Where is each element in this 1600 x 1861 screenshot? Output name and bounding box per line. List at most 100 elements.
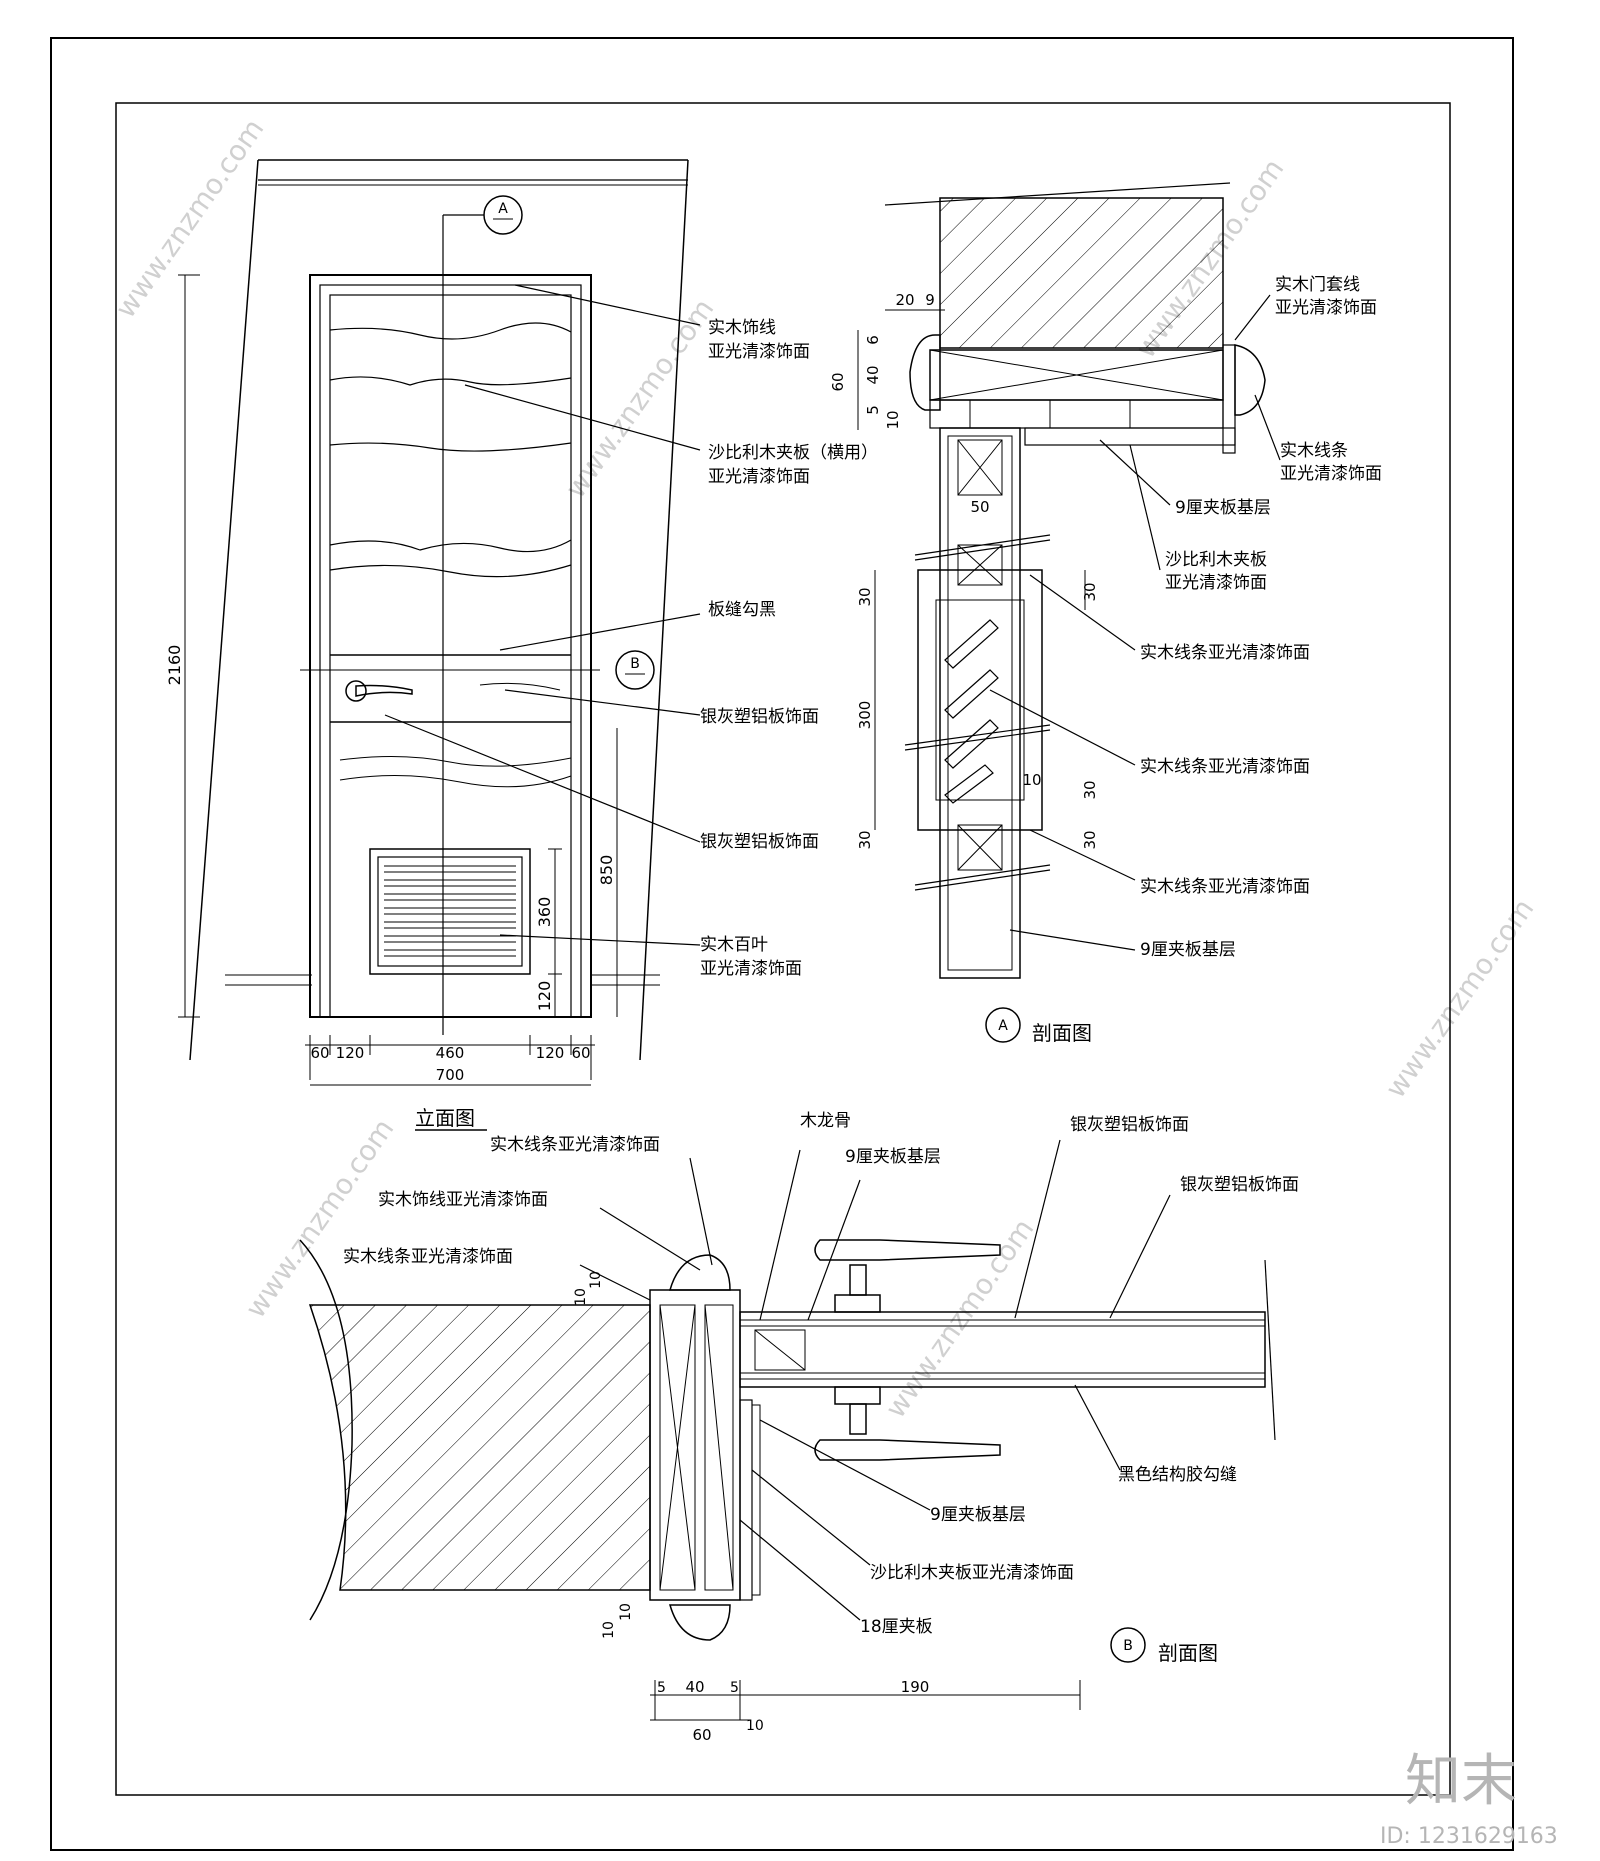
- dim-b-bottom-2: 40: [685, 1678, 704, 1696]
- label-a-plywood-base-1: 9厘夹板基层: [1175, 498, 1271, 518]
- section-a-title: 剖面图: [1032, 1021, 1092, 1045]
- louver-frame-inner: [377, 856, 523, 967]
- dim-b-left-1: 10: [573, 1288, 589, 1306]
- label-black-joint: 板缝勾黑: [708, 600, 776, 620]
- casing-cap-top: [669, 1254, 731, 1291]
- label-aluminum-panel-2: 银灰塑铝板饰面: [700, 832, 819, 852]
- label-a-wood-strip: 实木线条: [1280, 441, 1348, 461]
- louver-frame-outer: [369, 848, 531, 975]
- section-marker-a: [483, 195, 523, 235]
- label-a-sapele-plywood: 沙比利木夹板: [1165, 550, 1267, 570]
- dim-b-left-bottom-1: 10: [601, 1621, 617, 1639]
- label-b-wood-strip-left: 实木线条亚光清漆饰面: [343, 1247, 513, 1267]
- dim-a-mid-left-1: 30: [856, 587, 874, 606]
- label-solid-wood-trim: 实木饰线: [708, 318, 776, 338]
- dim-bottom-2: 120: [336, 1044, 365, 1062]
- watermark-id: ID: 1231629163: [1380, 1824, 1558, 1849]
- dim-bottom-1: 60: [310, 1044, 329, 1062]
- label-a-matte-finish-2: 亚光清漆饰面: [1280, 464, 1382, 484]
- dim-b-left-bottom-2: 10: [618, 1603, 634, 1621]
- label-b-timber-stud: 木龙骨: [800, 1111, 851, 1131]
- label-a-wood-strip-finish-3: 实木线条亚光清漆饰面: [1140, 877, 1310, 897]
- label-b-plywood-base-bottom: 9厘夹板基层: [930, 1505, 1026, 1525]
- label-b-sapele-plywood: 沙比利木夹板亚光清漆饰面: [870, 1563, 1074, 1583]
- label-a-plywood-base-2: 9厘夹板基层: [1140, 940, 1236, 960]
- dim-a-left-2: 40: [864, 365, 882, 384]
- dim-door-height: 2160: [165, 645, 184, 686]
- label-b-wood-trim: 实木饰线亚光清漆饰面: [378, 1190, 548, 1210]
- dim-a-stud: 50: [970, 498, 989, 516]
- watermark-text: www.znzmo.com: [1379, 893, 1541, 1104]
- lever-handle-top: [814, 1239, 1001, 1261]
- dim-handle-height: 850: [597, 855, 616, 886]
- section-b-title-marker: [1110, 1627, 1146, 1663]
- dim-b-bottom-4: 190: [901, 1678, 930, 1696]
- label-matte-finish-1: 亚光清漆饰面: [708, 342, 810, 362]
- section-a-view: 20 9 6 40 60 5 10 50 30 300 30 30 10 30 …: [829, 182, 1382, 1045]
- dim-b-bottom-3: 5: [730, 1680, 739, 1696]
- dim-a-mid-right-4: 30: [1081, 830, 1099, 849]
- label-b-wood-strip-top: 实木线条亚光清漆饰面: [490, 1135, 660, 1155]
- label-matte-finish-2: 亚光清漆饰面: [708, 467, 810, 487]
- label-a-wood-strip-finish-1: 实木线条亚光清漆饰面: [1140, 643, 1310, 663]
- dim-bottom-5: 60: [571, 1044, 590, 1062]
- dim-a-mid-left-3: 30: [856, 830, 874, 849]
- door-handle-rose: [345, 680, 367, 702]
- dim-bottom-4: 120: [536, 1044, 565, 1062]
- door-leaf-section: [939, 427, 1021, 979]
- dim-b-bottom-1: 5: [657, 1680, 666, 1696]
- inner-frame: [115, 102, 1451, 1796]
- section-marker-b-label: B: [630, 656, 640, 672]
- dim-a-mid-left-2: 300: [856, 701, 874, 730]
- casing-cap-right: [1234, 344, 1266, 416]
- dim-a-mid-right-2: 10: [1022, 771, 1041, 789]
- casing-cap-left: [909, 334, 941, 411]
- lever-handle-bottom: [814, 1439, 1001, 1461]
- dim-louver-bottom: 120: [535, 981, 554, 1012]
- dim-a-mid-right-3: 30: [1081, 780, 1099, 799]
- label-a-wood-strip-finish-2: 实木线条亚光清漆饰面: [1140, 757, 1310, 777]
- label-b-aluminum-panel-1: 银灰塑铝板饰面: [1070, 1115, 1189, 1135]
- outer-frame: [50, 37, 1514, 1851]
- dim-total-width: 700: [436, 1066, 465, 1084]
- wall-hatch-b: [308, 1304, 651, 1591]
- louver-section: [917, 569, 1043, 831]
- door-leaf: [329, 294, 572, 1018]
- label-a-matte-finish-1: 亚光清漆饰面: [1275, 298, 1377, 318]
- watermark-text: www.znzmo.com: [239, 1113, 401, 1324]
- dim-a-top-2: 9: [925, 291, 935, 309]
- elevation-view: A B 2160 850 360 120 60 120 460 120 60: [165, 159, 878, 1131]
- label-a-matte-finish-3: 亚光清漆饰面: [1165, 573, 1267, 593]
- watermark-text: www.znzmo.com: [109, 113, 271, 324]
- label-b-18mm-plywood: 18厘夹板: [860, 1617, 933, 1637]
- dim-a-left-5: 10: [884, 410, 902, 429]
- section-b-title: 剖面图: [1158, 1641, 1218, 1665]
- label-sapele-plywood: 沙比利木夹板（横用）: [708, 443, 878, 463]
- dim-a-left-3: 60: [829, 372, 847, 391]
- watermark-logo: 知末: [1405, 1749, 1517, 1814]
- dim-bottom-3: 460: [436, 1044, 465, 1062]
- dim-a-mid-right-1: 30: [1081, 582, 1099, 601]
- label-a-casing-trim: 实木门套线: [1275, 275, 1360, 295]
- door-leaf-plan: [739, 1311, 1266, 1388]
- label-b-aluminum-panel-2: 银灰塑铝板饰面: [1180, 1175, 1299, 1195]
- dim-b-left-2: 10: [588, 1271, 604, 1289]
- label-aluminum-panel-1: 银灰塑铝板饰面: [700, 707, 819, 727]
- section-b-title-marker-label: B: [1123, 1638, 1133, 1654]
- section-a-title-marker-label: A: [998, 1018, 1008, 1034]
- dim-a-left-4: 5: [864, 405, 882, 415]
- dim-louver-height: 360: [535, 897, 554, 928]
- casing-cap-bottom: [669, 1604, 731, 1641]
- dim-a-left-1: 6: [864, 335, 882, 345]
- label-wood-louver: 实木百叶: [700, 935, 768, 955]
- section-marker-b: [615, 650, 655, 690]
- label-matte-finish-3: 亚光清漆饰面: [700, 959, 802, 979]
- dim-b-bottom-5: 60: [692, 1726, 711, 1744]
- wall-hatch-a: [939, 197, 1224, 349]
- dim-a-top-1: 20: [895, 291, 914, 309]
- louver-slats: [384, 865, 516, 957]
- label-b-black-sealant: 黑色结构胶勾缝: [1118, 1465, 1237, 1485]
- section-marker-a-label: A: [498, 201, 508, 217]
- door-handle-lever: [355, 684, 413, 697]
